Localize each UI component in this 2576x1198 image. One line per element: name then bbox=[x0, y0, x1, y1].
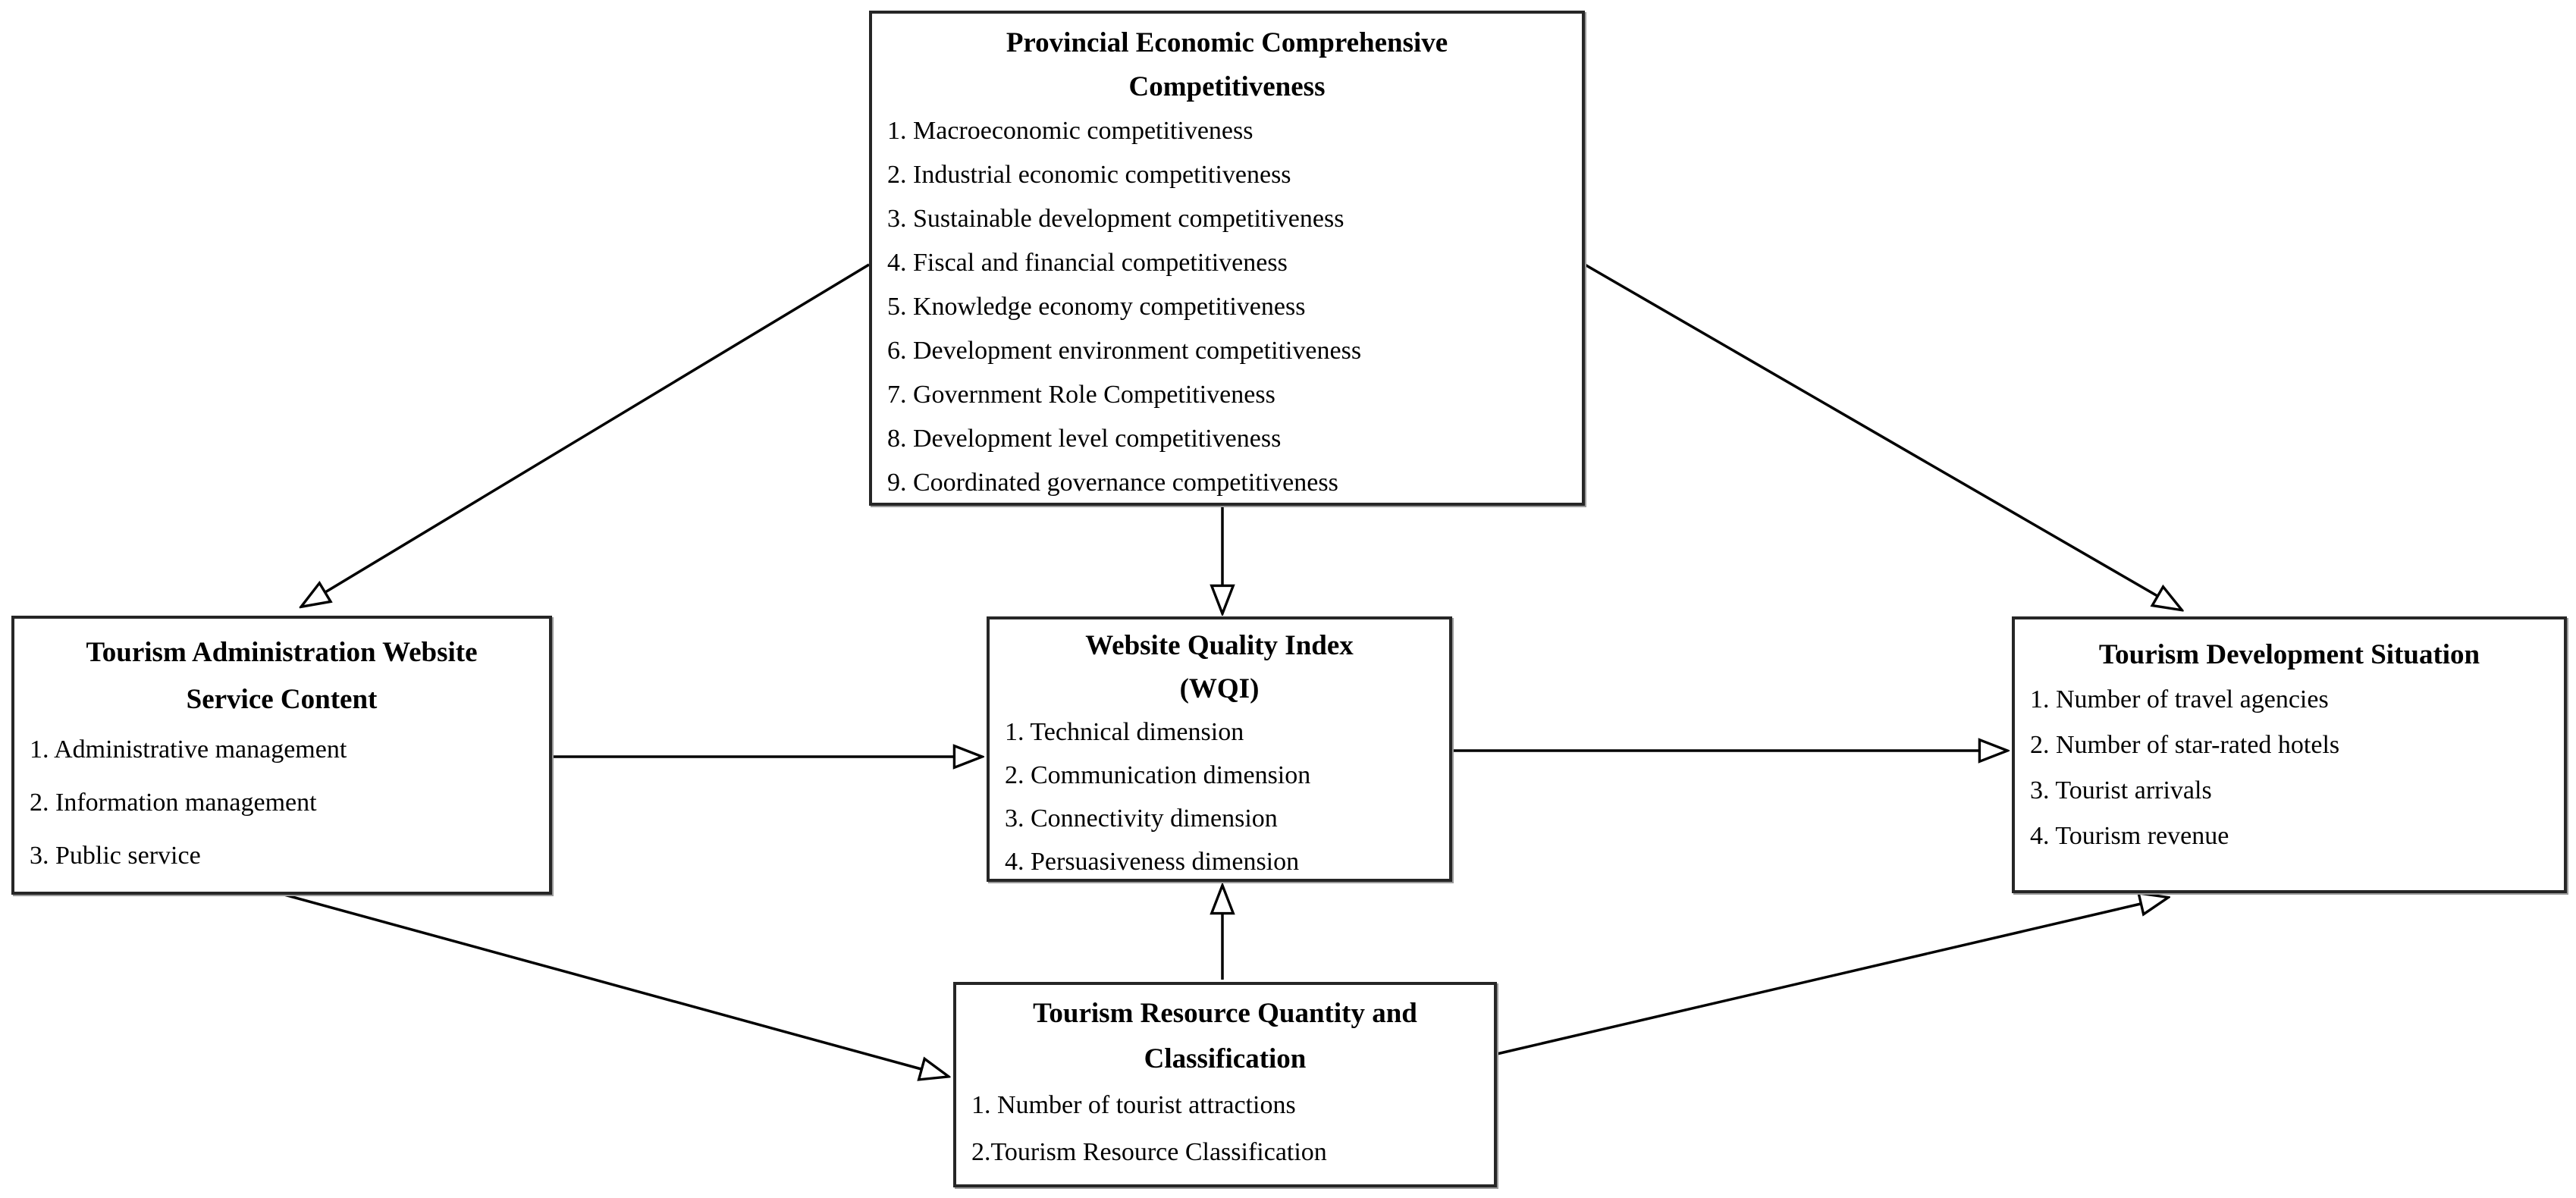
list-item: 2.Tourism Resource Classification bbox=[971, 1138, 1327, 1166]
arrow-resources-to-development bbox=[1496, 904, 2141, 1055]
list-item: 3. Tourist arrivals bbox=[2030, 776, 2212, 804]
list-item: 4. Persuasiveness dimension bbox=[1005, 848, 1300, 876]
list-item: 6. Development environment competitivene… bbox=[887, 337, 1362, 365]
list-item: 9. Coordinated governance competitivenes… bbox=[887, 469, 1338, 497]
list-item: 4. Tourism revenue bbox=[2030, 822, 2229, 850]
box-title: Tourism Development Situation bbox=[2015, 633, 2564, 677]
box-title-line: Classification bbox=[1144, 1043, 1307, 1074]
box-title-line: Website Quality Index bbox=[1085, 630, 1354, 661]
box-title-line: Tourism Resource Quantity and bbox=[1033, 998, 1417, 1029]
box-title-line: Tourism Development Situation bbox=[2098, 639, 2480, 670]
box-title: Provincial Economic Comprehensive Compet… bbox=[872, 21, 1582, 109]
box-item-list: 1. Macroeconomic competitiveness 2. Indu… bbox=[872, 109, 1582, 505]
list-item: 2. Industrial economic competitiveness bbox=[887, 161, 1291, 189]
box-title-line: Tourism Administration Website bbox=[86, 637, 478, 668]
list-item: 4. Fiscal and financial competitiveness bbox=[887, 249, 1288, 277]
box-title-line: Competitiveness bbox=[1128, 71, 1326, 102]
box-item-list: 1. Number of tourist attractions 2.Touri… bbox=[956, 1082, 1494, 1176]
box-title: Tourism Resource Quantity and Classifica… bbox=[956, 991, 1494, 1082]
list-item: 1. Technical dimension bbox=[1005, 718, 1244, 746]
box-item-list: 1. Administrative management 2. Informat… bbox=[14, 723, 549, 883]
list-item: 3. Public service bbox=[30, 842, 201, 870]
list-item: 1. Number of tourist attractions bbox=[971, 1091, 1296, 1119]
list-item: 1. Macroeconomic competitiveness bbox=[887, 117, 1253, 145]
list-item: 3. Connectivity dimension bbox=[1005, 804, 1278, 833]
box-title-line: Provincial Economic Comprehensive bbox=[1006, 27, 1448, 58]
box-title-line: (WQI) bbox=[1179, 673, 1260, 704]
list-item: 1. Administrative management bbox=[30, 735, 347, 764]
list-item: 8. Development level competitiveness bbox=[887, 425, 1282, 453]
list-item: 7. Government Role Competitiveness bbox=[887, 381, 1275, 409]
box-item-list: 1. Technical dimension 2. Communication … bbox=[990, 710, 1449, 883]
arrow-provincial-to-development bbox=[1584, 263, 2157, 596]
box-tourism-resource-quantity-classification: Tourism Resource Quantity and Classifica… bbox=[953, 982, 1497, 1187]
box-item-list: 1. Number of travel agencies 2. Number o… bbox=[2015, 677, 2564, 859]
arrow-website-content-to-resources bbox=[284, 893, 921, 1069]
list-item: 2. Communication dimension bbox=[1005, 761, 1311, 789]
box-title: Tourism Administration Website Service C… bbox=[14, 629, 549, 723]
box-website-quality-index: Website Quality Index (WQI) 1. Technical… bbox=[987, 616, 1452, 882]
box-title-line: Service Content bbox=[186, 684, 378, 715]
list-item: 2. Information management bbox=[30, 789, 317, 817]
list-item: 2. Number of star-rated hotels bbox=[2030, 731, 2340, 759]
box-tourism-development-situation: Tourism Development Situation 1. Number … bbox=[2012, 616, 2567, 893]
list-item: 5. Knowledge economy competitiveness bbox=[887, 293, 1306, 321]
arrow-provincial-to-website-content bbox=[325, 263, 870, 592]
box-tourism-admin-website-service-content: Tourism Administration Website Service C… bbox=[11, 616, 552, 895]
list-item: 1. Number of travel agencies bbox=[2030, 685, 2329, 713]
list-item: 3. Sustainable development competitivene… bbox=[887, 205, 1344, 233]
box-title: Website Quality Index (WQI) bbox=[990, 624, 1449, 710]
box-provincial-economic-competitiveness: Provincial Economic Comprehensive Compet… bbox=[869, 11, 1585, 506]
